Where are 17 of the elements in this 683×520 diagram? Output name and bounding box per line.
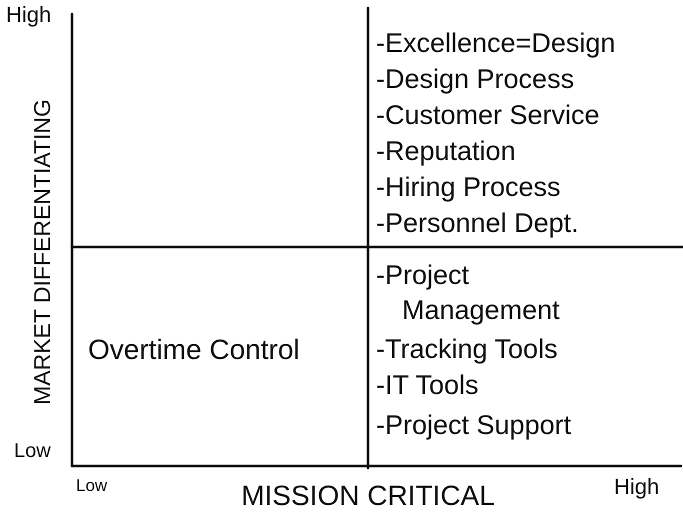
axis-tick-label: High (614, 474, 660, 500)
quadrant-text: Overtime Control (88, 334, 300, 366)
list-item: -Reputation (376, 136, 516, 168)
list-item: -Customer Service (376, 100, 600, 132)
axis-tick-label: Low (76, 476, 108, 496)
list-item: -Project Management (376, 259, 561, 328)
axis-tick-label: High (6, 2, 52, 28)
axis-tick-label: Low (14, 440, 51, 463)
list-item: -Tracking Tools (376, 334, 558, 366)
list-item: -Excellence=Design (376, 28, 616, 60)
axis-title: MARKET DIFFERENTIATING (28, 99, 56, 405)
list-item: -Hiring Process (376, 172, 561, 204)
list-item: -Project Support (376, 410, 572, 442)
list-item: -IT Tools (376, 370, 479, 402)
list-item: -Personnel Dept. (376, 208, 579, 240)
axis-title: MISSION CRITICAL (241, 480, 495, 512)
list-item: -Design Process (376, 64, 574, 96)
